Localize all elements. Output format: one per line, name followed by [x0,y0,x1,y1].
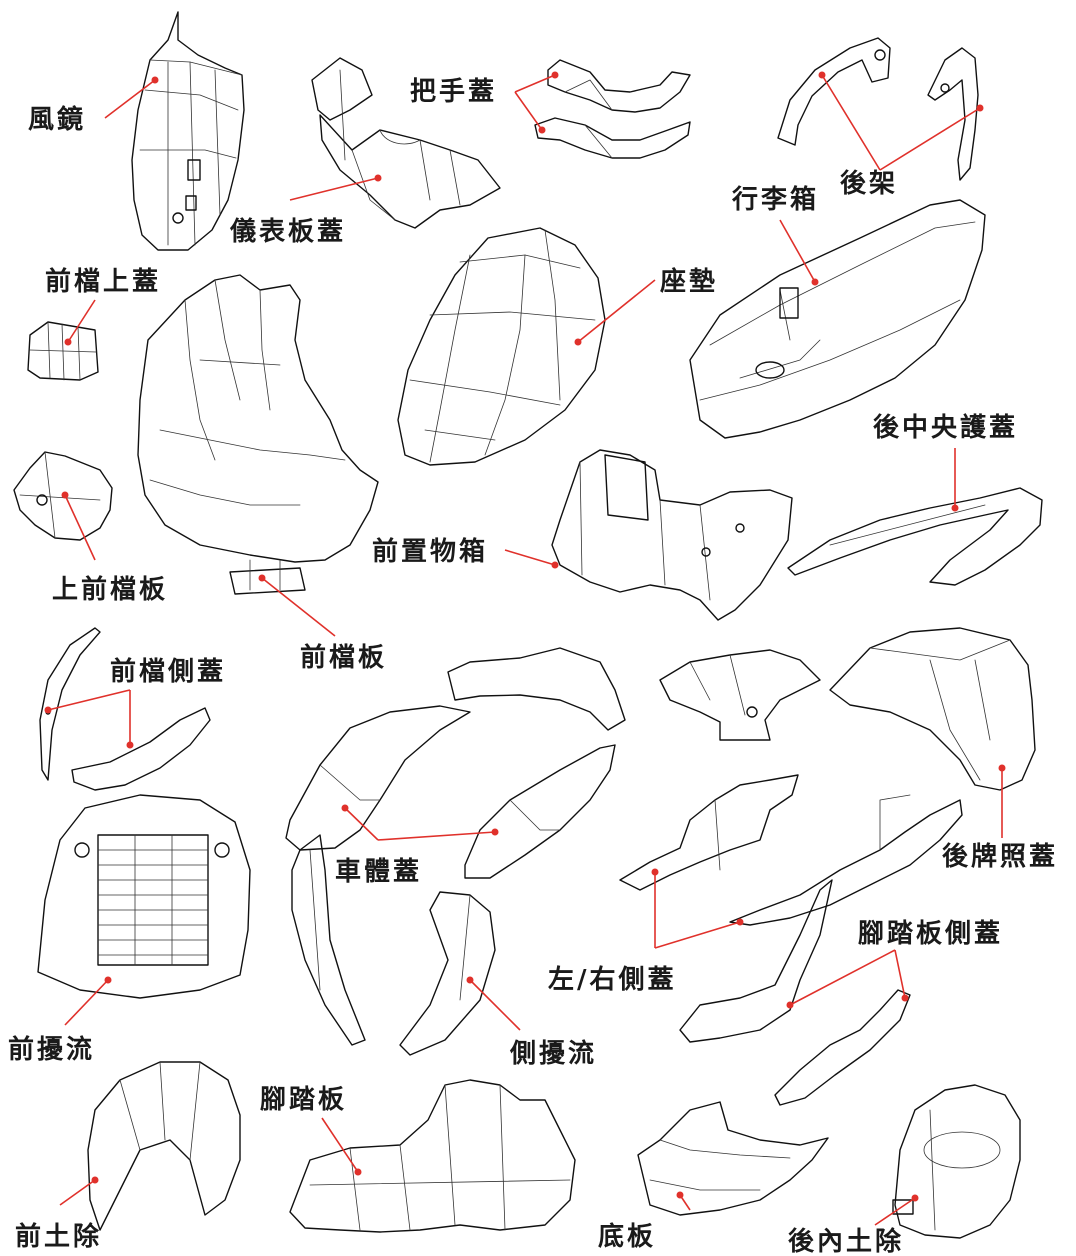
bracket-drawing [659,649,821,741]
label-front-upper-cover: 前檔上蓋 [45,266,161,297]
label-front-storage-box: 前置物箱 [372,536,488,567]
rear-rack-drawing [777,37,979,181]
front-spoiler-drawing [37,794,251,999]
footboard-drawing [289,1079,576,1233]
front-side-cover-drawing [39,627,211,791]
label-floor-panel: 底板 [598,1221,656,1252]
label-handle-cover: 把手蓋 [410,77,497,107]
upper-front-panel-drawing [13,451,113,541]
rear-license-cover-drawing [829,627,1036,791]
rear-inner-fender-drawing [892,1084,1021,1239]
label-rear-inner-fender: 後內土除 [788,1226,904,1256]
handle-cover-drawing [534,59,691,159]
label-meter-cover: 儀表板蓋 [229,217,346,247]
label-rear-rack: 後架 [840,168,898,199]
side-spoiler-drawing [291,834,496,1056]
rear-center-cover-drawing [787,487,1043,586]
label-footboard: 腳踏板 [260,1085,347,1115]
seat-drawing [397,227,606,466]
floor-panel-drawing [637,1101,829,1216]
label-footboard-side-cover: 腳踏板側蓋 [858,919,1003,949]
label-front-fender: 前土除 [15,1221,102,1252]
label-front-panel: 前檔板 [300,642,387,673]
label-body-cover: 車體蓋 [335,857,422,887]
front-panel-drawing [137,274,379,595]
label-upper-front-panel: 上前檔板 [52,574,168,605]
labels: 風鏡 儀表板蓋 把手蓋 後架 行李箱 前檔上蓋 座墊 上前檔板 前檔板 前置物箱… [8,77,1058,1256]
body-cover-drawing [285,647,626,879]
windshield-drawing [131,11,245,251]
label-luggage-box: 行李箱 [731,184,819,215]
label-left-right-side-cover: 左/右側蓋 [548,965,677,995]
label-side-spoiler: 側擾流 [509,1039,597,1069]
label-seat: 座墊 [660,266,718,297]
label-front-spoiler: 前擾流 [8,1034,95,1065]
front-storage-box-drawing [551,449,793,621]
meter-cover-drawing [311,57,501,229]
label-rear-license-cover: 後牌照蓋 [942,841,1058,872]
front-fender-drawing [87,1061,241,1231]
label-rear-center-cover: 後中央護蓋 [873,412,1018,443]
label-front-side-cover: 前檔側蓋 [110,656,226,687]
side-cover-drawing [619,774,963,926]
label-windshield: 風鏡 [28,104,86,135]
leader-lines [44,71,1006,1226]
luggage-box-drawing [689,199,986,439]
footboard-side-cover-drawing [679,879,911,1106]
front-upper-cover-drawing [27,321,99,381]
